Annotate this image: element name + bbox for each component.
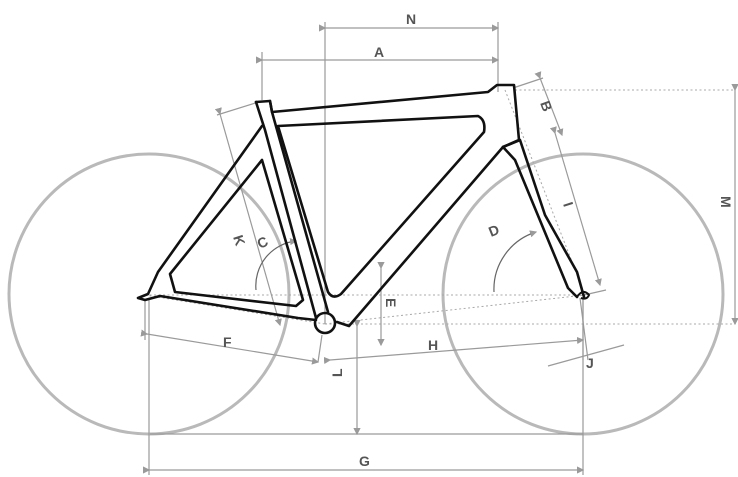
angle-arcs bbox=[255, 230, 538, 293]
label-h: H bbox=[428, 337, 438, 353]
dimension-lines bbox=[140, 22, 738, 475]
label-c: C bbox=[255, 233, 271, 252]
label-d: D bbox=[486, 221, 501, 240]
bike-frame bbox=[136, 83, 591, 335]
label-a: A bbox=[374, 44, 384, 60]
label-m: M bbox=[718, 196, 734, 208]
label-i: I bbox=[560, 200, 576, 209]
label-e: E bbox=[383, 298, 399, 307]
label-j: J bbox=[586, 355, 594, 371]
label-l: L bbox=[329, 368, 345, 377]
dimension-labels: N A B M I D K C E F H J L G bbox=[223, 11, 734, 469]
reference-lines bbox=[144, 89, 735, 325]
label-f: F bbox=[223, 334, 232, 350]
label-g: G bbox=[359, 453, 370, 469]
label-k: K bbox=[230, 233, 248, 248]
label-n: N bbox=[406, 11, 416, 27]
